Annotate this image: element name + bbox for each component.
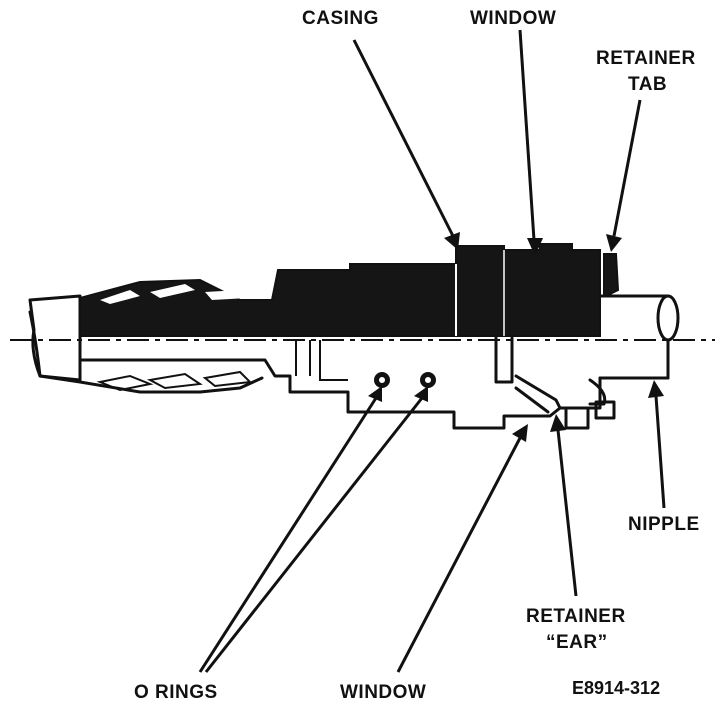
tube-left-end bbox=[28, 294, 82, 382]
label-window-bottom: WINDOW bbox=[340, 682, 426, 703]
casing-body bbox=[79, 243, 601, 337]
nipple-tube bbox=[598, 294, 680, 380]
retainer-tab bbox=[603, 253, 620, 297]
label-retainer-tab-line1: RETAINER bbox=[596, 48, 696, 69]
label-nipple: NIPPLE bbox=[628, 514, 700, 535]
lower-housing bbox=[38, 334, 616, 430]
label-window-top: WINDOW bbox=[470, 8, 556, 29]
window-bottom-leader bbox=[396, 437, 522, 673]
o-rings-leader-2 bbox=[204, 397, 424, 673]
label-retainer-tab-line2: TAB bbox=[628, 74, 667, 95]
figure-code: E8914-312 bbox=[572, 678, 660, 698]
retainer-tab-leader bbox=[612, 99, 642, 237]
label-o-rings: O RINGS bbox=[134, 682, 218, 703]
label-casing: CASING bbox=[302, 8, 379, 29]
casing-leader bbox=[352, 39, 456, 239]
o-rings-leader-1 bbox=[198, 397, 378, 673]
window-top-leader bbox=[518, 29, 536, 241]
label-retainer-ear-line1: RETAINER bbox=[526, 606, 626, 627]
retainer-ear-leader bbox=[556, 429, 578, 597]
nipple-leader bbox=[654, 395, 666, 509]
label-retainer-ear-line2: “EAR” bbox=[546, 632, 608, 653]
